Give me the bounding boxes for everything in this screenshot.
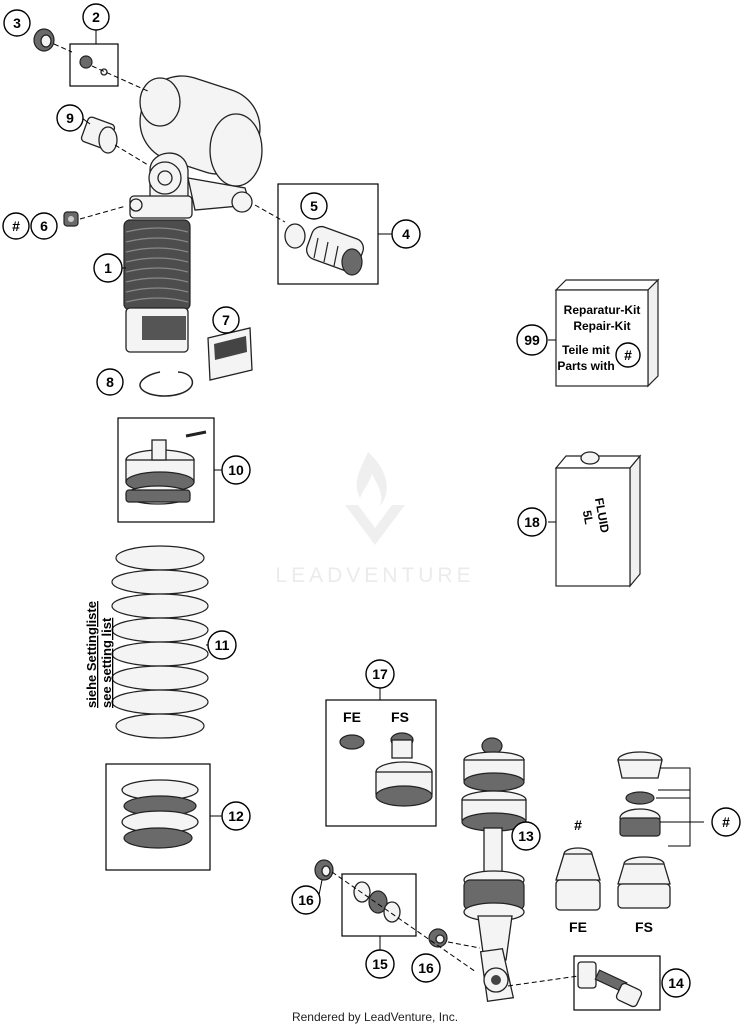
svg-text:13: 13 — [518, 828, 534, 844]
callout-3[interactable]: 3 — [3, 9, 31, 37]
part-5-o-ring — [284, 223, 306, 249]
hash-6[interactable]: # — [2, 212, 30, 240]
part-8-circlip — [139, 371, 193, 397]
svg-text:#: # — [624, 347, 632, 363]
part-6-screw — [63, 211, 79, 227]
shock-body-sleeve — [123, 219, 191, 311]
part-3-cap — [33, 28, 55, 52]
part-17-piston-kit — [339, 732, 433, 807]
svg-text:#: # — [722, 814, 730, 830]
shock-body — [123, 152, 253, 353]
callout-2[interactable]: 2 — [82, 3, 110, 31]
repair-kit-box: Reparatur-Kit Repair-Kit Teile mit Parts… — [554, 278, 660, 388]
svg-text:9: 9 — [66, 110, 74, 126]
part-7-decal — [207, 327, 253, 381]
setting-list-en: see setting list — [99, 617, 114, 708]
part-15-seal-set — [353, 881, 401, 923]
callout-9[interactable]: 9 — [56, 104, 84, 132]
callout-17[interactable]: 17 — [365, 659, 395, 689]
part-11-spring — [111, 545, 209, 739]
callout-7[interactable]: 7 — [212, 306, 240, 334]
watermark-text: LEADVENTURE — [275, 564, 474, 587]
part-10-spring-retainer-kit — [125, 430, 207, 505]
svg-text:2: 2 — [92, 9, 100, 25]
svg-text:4: 4 — [402, 226, 410, 242]
part-18-fluid-can: FLUID 5L — [554, 451, 642, 588]
svg-text:99: 99 — [524, 332, 540, 348]
svg-text:1: 1 — [104, 260, 112, 276]
callout-16-lower[interactable]: 16 — [411, 953, 441, 983]
part-9-bushing — [80, 116, 118, 154]
watermark-logo: LEADVENTURE — [275, 452, 474, 587]
hash-kit[interactable]: # — [615, 342, 641, 368]
callout-6[interactable]: 6 — [30, 212, 58, 240]
repair-kit-line3: Teile mit — [562, 343, 610, 357]
callout-1[interactable]: 1 — [93, 253, 123, 283]
fs-label-top: FS — [391, 709, 409, 725]
part-4-adjuster-valve — [305, 225, 365, 276]
callout-13[interactable]: 13 — [511, 821, 541, 851]
fe-damper-cap — [555, 847, 601, 911]
part-16-seal-upper — [314, 859, 334, 881]
repair-kit-line2: Repair-Kit — [573, 319, 630, 333]
svg-text:15: 15 — [372, 956, 388, 972]
callout-12[interactable]: 12 — [221, 801, 251, 831]
callout-11[interactable]: 11 — [207, 630, 237, 660]
callout-5[interactable]: 5 — [300, 192, 328, 220]
fs-label-bottom: FS — [635, 919, 653, 935]
setting-list-de: siehe Settingliste — [84, 601, 99, 708]
svg-text:3: 3 — [13, 15, 21, 31]
callout-99[interactable]: 99 — [516, 324, 548, 356]
svg-text:7: 7 — [222, 312, 230, 328]
fluid-volume: 5L — [580, 509, 596, 525]
callout-15[interactable]: 15 — [365, 949, 395, 979]
part-13-damper-rod — [461, 737, 527, 1003]
callout-14[interactable]: 14 — [661, 968, 691, 998]
part-12-spring-seat — [121, 779, 199, 849]
shock-reservoir — [139, 75, 263, 187]
svg-text:6: 6 — [40, 218, 48, 234]
footer-credit: Rendered by LeadVenture, Inc. — [291, 1010, 459, 1024]
callout-18[interactable]: 18 — [517, 507, 547, 537]
part-14-bleed-valve — [577, 961, 643, 1008]
callout-10[interactable]: 10 — [221, 455, 251, 485]
svg-text:11: 11 — [215, 637, 230, 653]
hash-right[interactable]: # — [711, 807, 741, 837]
hash-marker-fe: # — [574, 817, 582, 833]
svg-text:17: 17 — [372, 666, 388, 682]
svg-text:16: 16 — [418, 960, 434, 976]
svg-text:10: 10 — [228, 462, 244, 478]
callout-16-upper[interactable]: 16 — [291, 885, 321, 915]
fs-damper-stack — [617, 751, 671, 909]
callout-8[interactable]: 8 — [96, 368, 124, 396]
repair-kit-line1: Reparatur-Kit — [564, 303, 641, 317]
svg-text:12: 12 — [228, 808, 244, 824]
fluid-label: FLUID — [592, 497, 612, 535]
svg-text:#: # — [12, 218, 20, 234]
part-16-seal-lower — [428, 928, 448, 948]
part-2-bleed-screw — [79, 55, 108, 76]
svg-text:18: 18 — [524, 514, 540, 530]
svg-text:16: 16 — [298, 892, 314, 908]
svg-text:5: 5 — [310, 198, 318, 214]
callout-4[interactable]: 4 — [391, 219, 421, 249]
svg-text:8: 8 — [106, 374, 114, 390]
repair-kit-line4: Parts with — [557, 359, 614, 373]
fe-label-top: FE — [343, 709, 361, 725]
svg-text:14: 14 — [668, 975, 684, 991]
fe-label-bottom: FE — [569, 919, 587, 935]
